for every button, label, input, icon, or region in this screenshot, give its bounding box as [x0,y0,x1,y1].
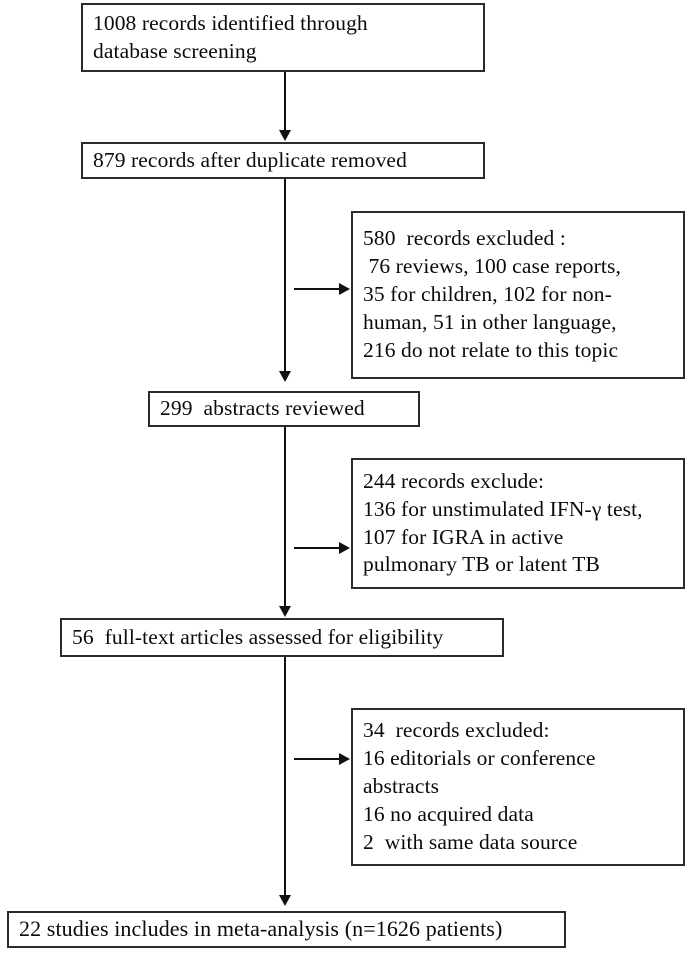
node-line: 107 for IGRA in active [363,524,564,549]
node-line: 879 records after duplicate removed [93,147,407,172]
node-line: 16 no acquired data [363,801,534,826]
node-line: database screening [93,38,257,63]
node-line: 16 editorials or conference [363,746,596,771]
arrow-identified-to-duplicates-head [279,130,291,141]
node-records-identified: 1008 records identified through database… [81,3,485,72]
arrow-to-excluded-3 [294,758,340,760]
node-line: 216 do not relate to this topic [363,337,619,362]
arrow-to-excluded-2-head [339,542,350,554]
node-abstracts-reviewed: 299 abstracts reviewed [148,391,420,427]
arrow-to-excluded-1 [294,288,340,290]
arrow-to-excluded-3-head [339,753,350,765]
arrow-to-excluded-1-head [339,283,350,295]
node-studies-included: 22 studies includes in meta-analysis (n=… [7,911,566,948]
node-line: 244 records exclude: [363,468,545,493]
node-line: 1008 records identified through [93,10,368,35]
node-line: abstracts [363,774,440,799]
arrow-duplicates-to-abstracts-head [279,371,291,382]
node-line: human, 51 in other language, [363,309,617,334]
node-line: pulmonary TB or latent TB [363,552,600,577]
node-records-after-duplicates: 879 records after duplicate removed [81,142,485,179]
arrow-fulltext-to-included [284,657,286,896]
node-line: 56 full-text articles assessed for eligi… [72,624,444,649]
node-excluded-after-abstracts: 244 records exclude: 136 for unstimulate… [351,458,685,589]
arrow-fulltext-to-included-head [279,895,291,906]
node-line: 35 for children, 102 for non- [363,282,612,307]
node-line: 76 reviews, 100 case reports, [363,254,621,279]
arrow-to-excluded-2 [294,547,340,549]
arrow-abstracts-to-fulltext-head [279,606,291,617]
node-excluded-after-fulltext: 34 records excluded: 16 editorials or co… [351,708,685,866]
node-line: 580 records excluded : [363,226,566,251]
node-line: 2 with same data source [363,829,578,854]
node-excluded-after-duplicates: 580 records excluded : 76 reviews, 100 c… [351,211,685,379]
arrow-identified-to-duplicates [284,72,286,131]
node-line: 299 abstracts reviewed [160,396,365,421]
node-line: 34 records excluded: [363,718,550,743]
arrow-abstracts-to-fulltext [284,427,286,607]
node-line: 136 for unstimulated IFN-γ test, [363,496,643,521]
arrow-duplicates-to-abstracts [284,179,286,372]
node-fulltext-assessed: 56 full-text articles assessed for eligi… [60,618,504,657]
node-line: 22 studies includes in meta-analysis (n=… [19,916,503,942]
